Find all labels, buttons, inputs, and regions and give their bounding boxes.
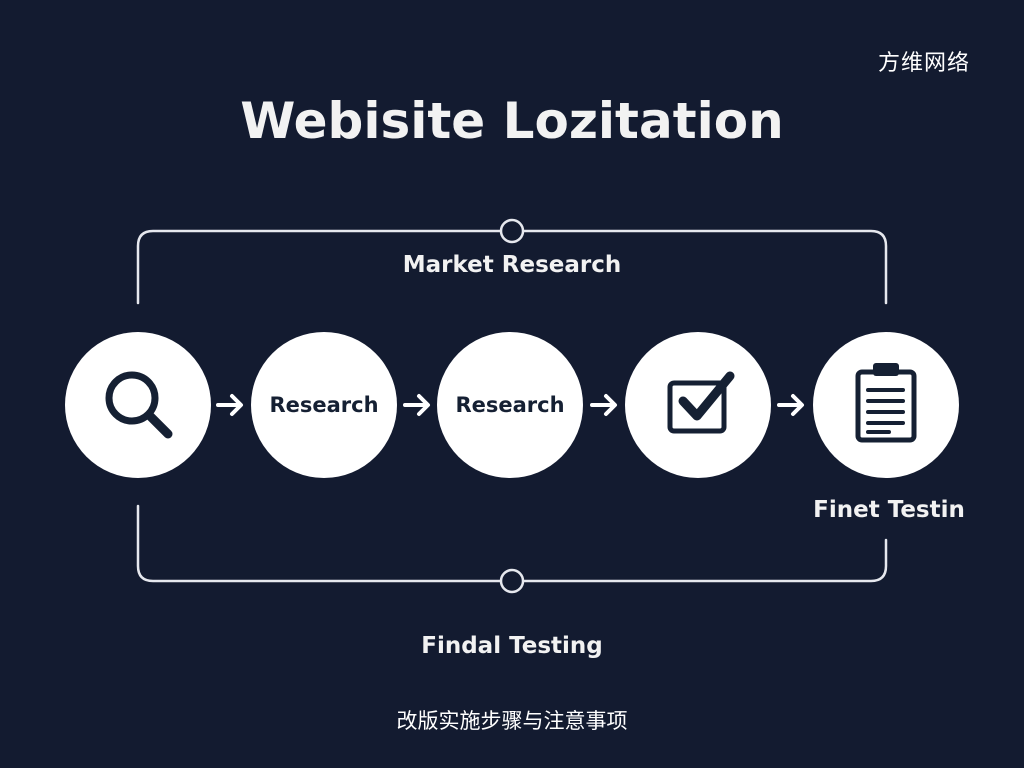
step-node-5 (813, 332, 959, 478)
arrow-right-icon (590, 394, 617, 416)
step-node-4 (625, 332, 771, 478)
arrow-right-icon (777, 394, 804, 416)
step-label-3: Research (455, 393, 564, 417)
top-bracket-label: Market Research (402, 252, 622, 278)
diagram-title: Webisite Lozitation (240, 92, 784, 150)
clipboard-icon (855, 363, 917, 443)
checkbox-icon (667, 371, 735, 434)
arrow-right-icon (403, 394, 430, 416)
step-node-3: Research (437, 332, 583, 478)
final-step-label: Finet Testin (813, 497, 965, 523)
arrow-right-icon (216, 394, 243, 416)
top-bracket-node (499, 218, 525, 244)
brand-logo-text: 方维网络 (878, 51, 971, 76)
bottom-bracket-label: Findal Testing (421, 633, 603, 659)
step-label-2: Research (269, 393, 378, 417)
step-node-1 (65, 332, 211, 478)
search-icon (105, 371, 173, 439)
caption-subtitle: 改版实施步骤与注意事项 (396, 709, 628, 733)
bottom-bracket-node (499, 568, 525, 594)
step-node-2: Research (251, 332, 397, 478)
